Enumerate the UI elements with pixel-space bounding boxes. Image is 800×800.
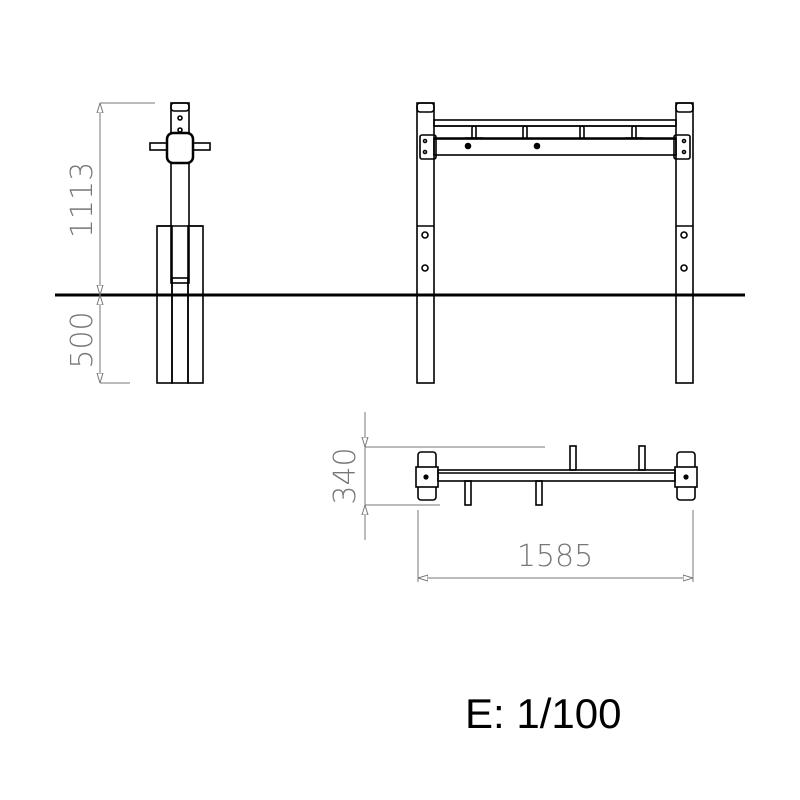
dimension-width xyxy=(365,412,545,540)
dimension-label-500: 500 xyxy=(65,311,100,368)
top-view xyxy=(415,445,698,506)
dimension-height xyxy=(100,102,155,384)
dimension-label-1113: 1113 xyxy=(65,162,100,238)
side-view xyxy=(149,102,211,384)
dimension-label-340: 340 xyxy=(328,447,363,504)
dimension-length xyxy=(417,510,694,582)
scale-label: E: 1/100 xyxy=(465,690,622,737)
dimension-label-1585: 1585 xyxy=(517,539,593,574)
front-view xyxy=(416,102,694,384)
